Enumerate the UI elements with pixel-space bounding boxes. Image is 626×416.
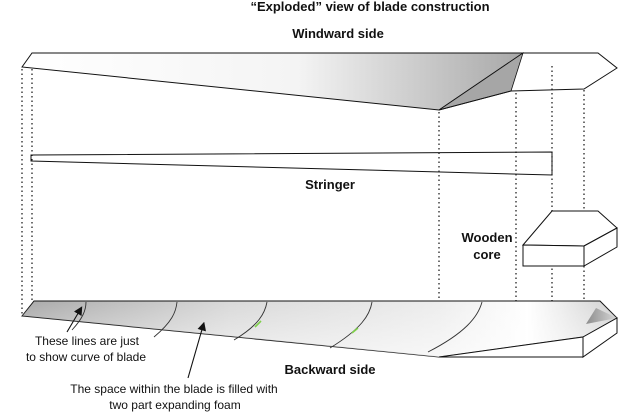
- curve-note-line1: These lines are just: [35, 334, 140, 348]
- backward-panel: [21, 300, 618, 358]
- curve-lines: [71, 301, 483, 353]
- foam-note-line2: two part expanding foam: [109, 398, 240, 412]
- foam-note-arrow: [187, 321, 207, 379]
- wooden-core: [521, 210, 618, 267]
- curve-line: [233, 301, 268, 341]
- backward-panel-side: [582, 317, 618, 358]
- stringer-label: Stringer: [305, 177, 355, 192]
- wooden-core-side: [583, 227, 618, 267]
- backward-label: Backward side: [284, 362, 375, 377]
- green-accent: [351, 327, 359, 334]
- curve-accents: [254, 320, 359, 334]
- alignment-lines: [21, 66, 585, 352]
- annotation-arrows: [66, 306, 207, 379]
- curve-line: [71, 301, 87, 331]
- windward-panel-body: [21, 52, 525, 111]
- diagram-title: “Exploded” view of blade construction: [250, 0, 489, 14]
- curve-line: [329, 301, 373, 349]
- stringer: [30, 151, 553, 176]
- curve-line: [153, 301, 178, 338]
- wooden-core-label-line2: core: [473, 247, 500, 262]
- windward-panel: [21, 52, 618, 111]
- backward-panel-highlight: [22, 301, 617, 357]
- wooden-core-label-line1: Wooden: [461, 230, 512, 245]
- curve-note-line2: to show curve of blade: [26, 350, 146, 364]
- curve-note-arrow: [66, 306, 83, 333]
- foam-note-line1: The space within the blade is filled wit…: [70, 382, 277, 396]
- green-accent: [254, 320, 262, 328]
- windward-label: Windward side: [292, 26, 384, 41]
- curve-line: [427, 301, 483, 353]
- stringer-body: [30, 151, 553, 176]
- windward-panel-outline: [438, 52, 618, 111]
- wooden-core-front: [522, 244, 585, 267]
- backward-panel-tip-dark: [586, 308, 617, 324]
